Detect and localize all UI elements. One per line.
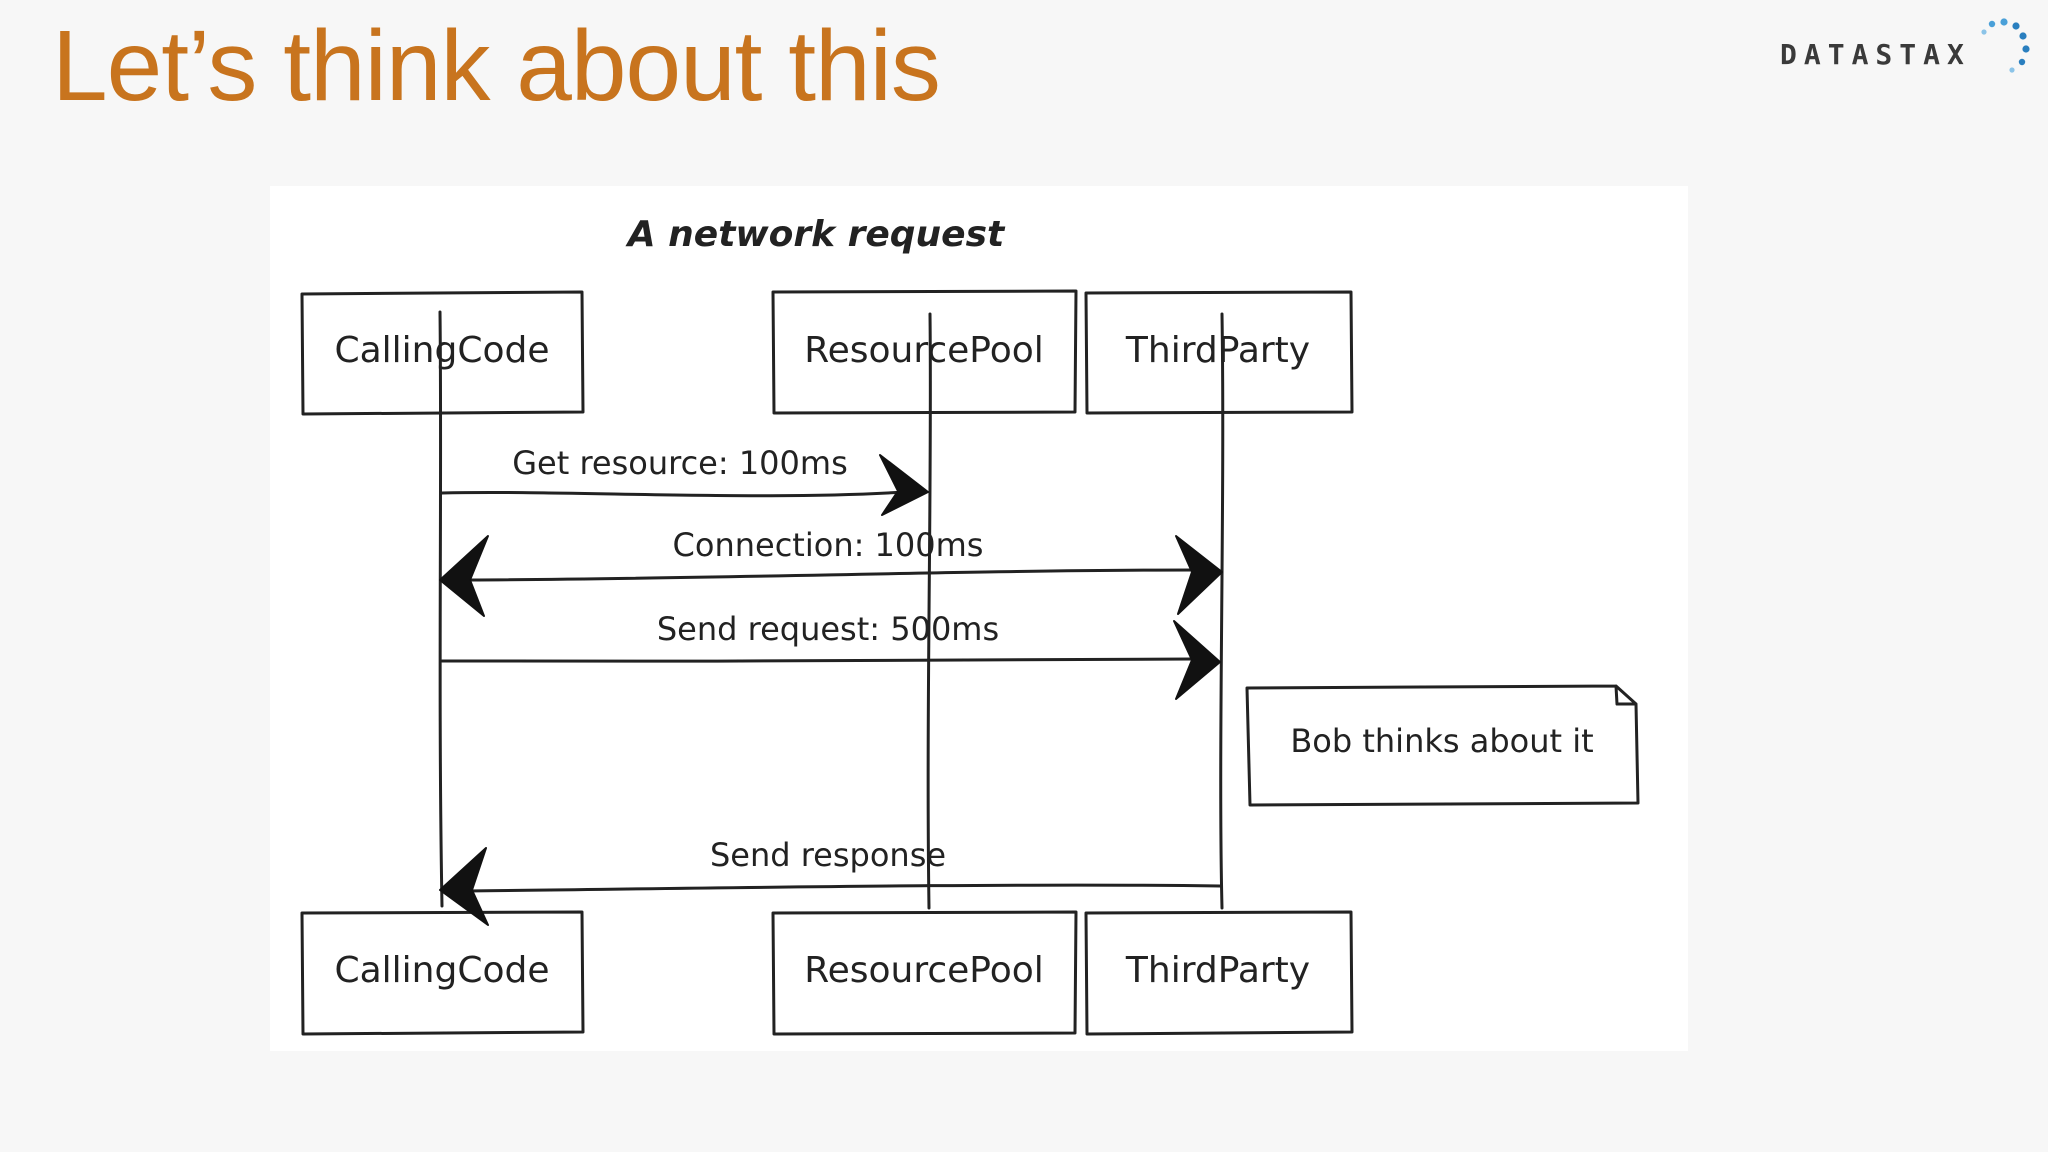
arrowhead-1-right bbox=[879, 454, 929, 516]
lifeline-thirdparty bbox=[1219, 312, 1225, 910]
box-top-callingcode bbox=[300, 290, 585, 416]
diagram-title: A network request bbox=[627, 214, 1005, 255]
box-bottom-callingcode bbox=[300, 910, 585, 1036]
participant-top-callingcode: CallingCode bbox=[334, 330, 550, 371]
message-label-3: Send request: 500ms bbox=[656, 610, 1000, 648]
box-bottom-thirdparty bbox=[1084, 910, 1354, 1036]
participant-bottom-resourcepool: ResourcePool bbox=[804, 950, 1044, 991]
arrowhead-2-right bbox=[1175, 535, 1223, 615]
box-top-resourcepool bbox=[771, 289, 1078, 415]
participant-top-thirdparty: ThirdParty bbox=[1125, 330, 1311, 371]
message-line-3 bbox=[440, 657, 1195, 663]
logo-text: DATASTAX bbox=[1780, 38, 1971, 71]
arrowhead-4-left bbox=[439, 847, 489, 926]
participant-top-resourcepool: ResourcePool bbox=[804, 330, 1044, 371]
datastax-logo: DATASTAX bbox=[1780, 18, 2035, 78]
box-bottom-resourcepool bbox=[771, 910, 1078, 1036]
message-line-1 bbox=[440, 489, 922, 498]
note-text: Bob thinks about it bbox=[1290, 722, 1594, 760]
lifeline-resourcepool bbox=[926, 312, 932, 910]
message-label-2: Connection: 100ms bbox=[672, 526, 984, 564]
message-label-4: Send response bbox=[709, 836, 947, 874]
box-top-thirdparty bbox=[1084, 290, 1354, 415]
message-label-1: Get resource: 100ms bbox=[512, 444, 848, 482]
sequence-diagram: A network request CallingCode ResourcePo… bbox=[270, 186, 1688, 1051]
lifeline-callingcode bbox=[438, 310, 444, 908]
participant-bottom-callingcode: CallingCode bbox=[334, 950, 550, 991]
logo-dots-icon bbox=[1981, 18, 2030, 73]
slide-title: Let’s think about this bbox=[52, 10, 941, 122]
participant-bottom-thirdparty: ThirdParty bbox=[1125, 950, 1311, 991]
arrowhead-3-right bbox=[1173, 620, 1221, 700]
arrowhead-2-left bbox=[439, 535, 489, 617]
message-line-4 bbox=[465, 883, 1222, 893]
note-box bbox=[1245, 684, 1640, 807]
diagram-lines bbox=[300, 289, 1640, 1036]
message-line-2 bbox=[466, 568, 1197, 582]
